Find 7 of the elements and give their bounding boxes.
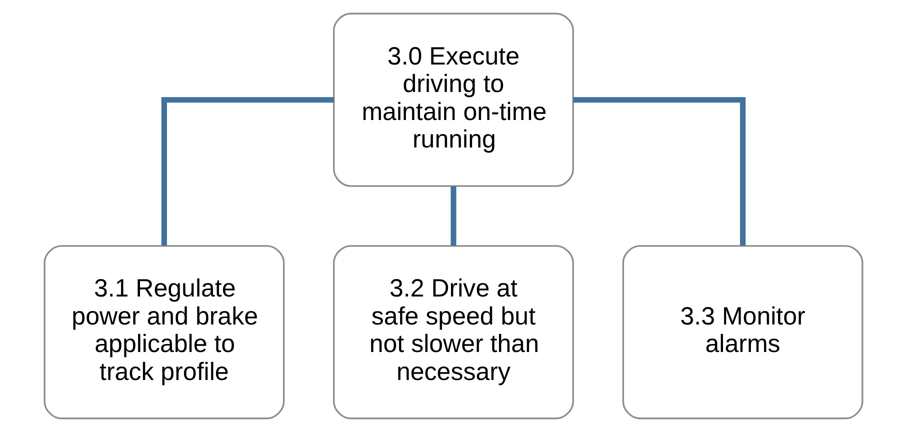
connector — [573, 97, 746, 246]
node-box: 3.2 Drive at safe speed but not slower than necessary — [333, 245, 574, 420]
node-box: 3.1 Regulate power and brake applicable to track profile — [44, 245, 285, 420]
connector — [450, 186, 456, 246]
connector — [161, 97, 334, 246]
node-box: 3.0 Execute driving to maintain on-time running — [333, 12, 574, 187]
node-box: 3.3 Monitor alarms — [622, 245, 864, 420]
